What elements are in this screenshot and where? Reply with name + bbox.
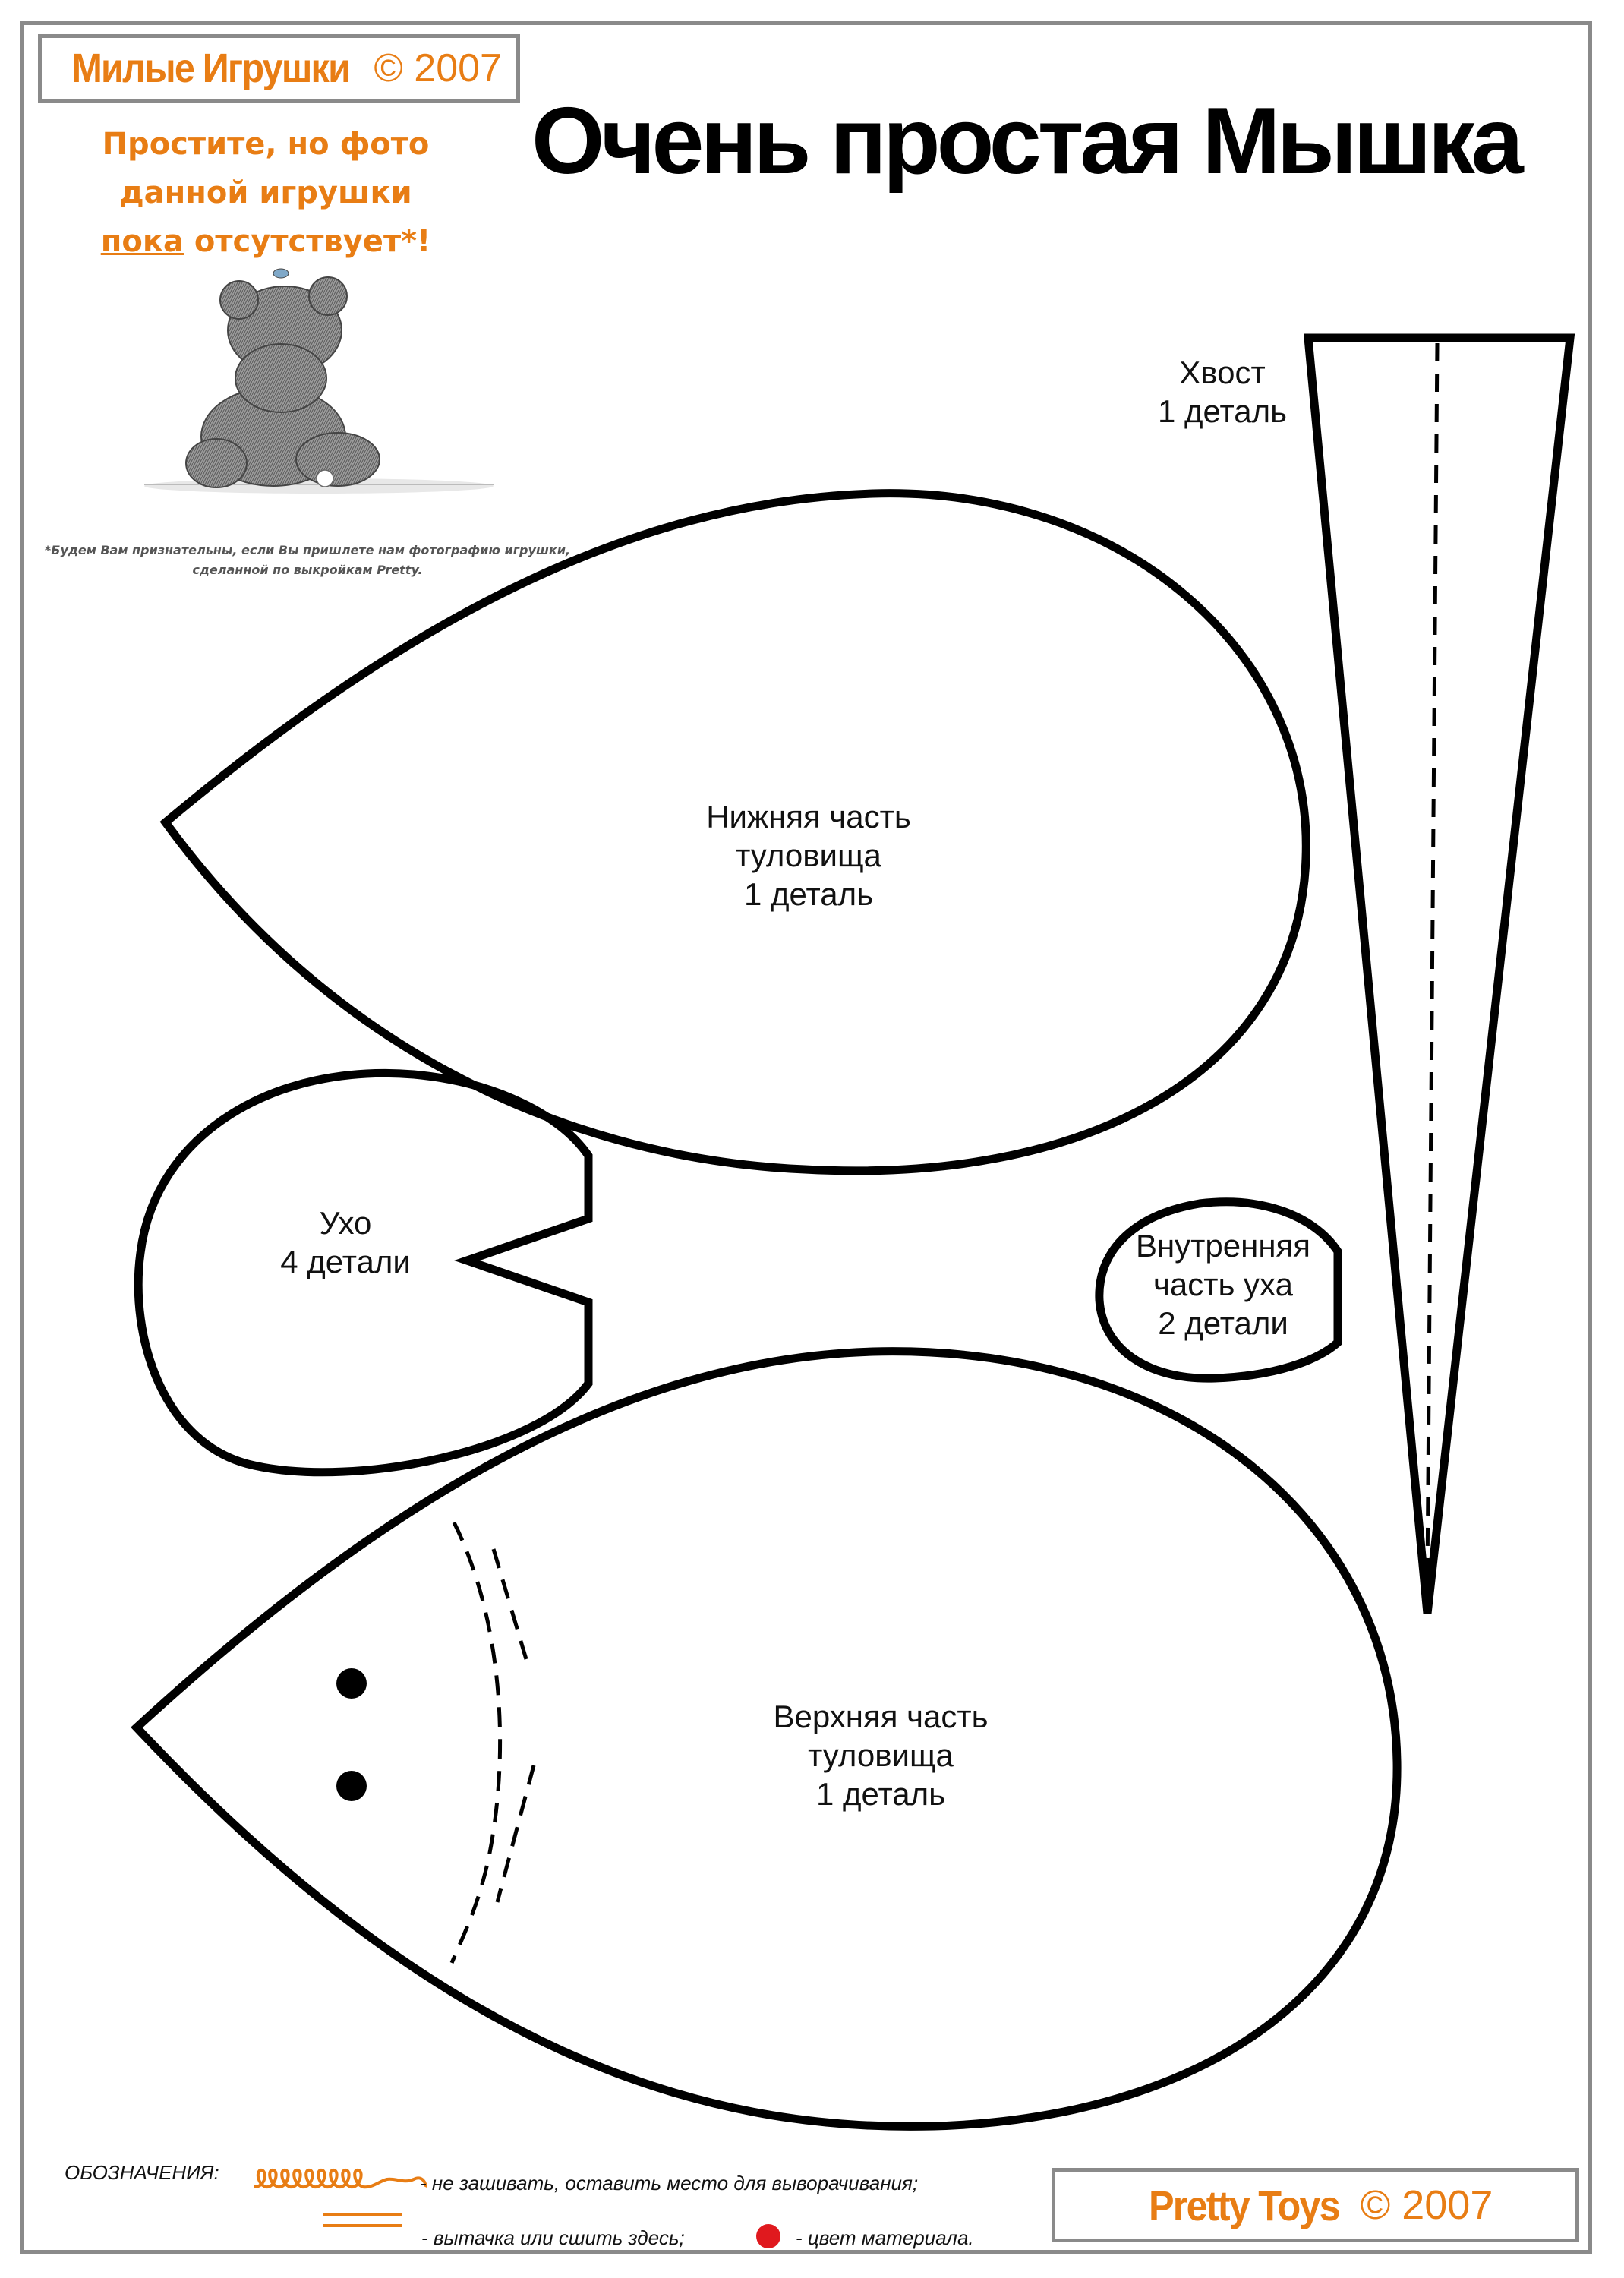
fabric-color-dot-icon bbox=[756, 2224, 780, 2248]
upper-body-dart-curve bbox=[449, 1521, 503, 1964]
legend-dart-text: - вытачка или сшить здесь; bbox=[421, 2226, 685, 2249]
no-photo-notice: Простите, но фото данной игрушки пока от… bbox=[76, 120, 456, 266]
notice-line-3: пока отсутствует*! bbox=[76, 217, 456, 266]
brand-year: © 2007 bbox=[374, 46, 502, 90]
upper-body-label: Верхняя часть туловища 1 деталь bbox=[773, 1699, 989, 1812]
teddy-bear-illustration bbox=[144, 268, 494, 494]
footnote-line-1: *Будем Вам признательны, если Вы пришлет… bbox=[44, 543, 571, 557]
inner-ear-label: Внутренняя часть уха 2 детали bbox=[1135, 1228, 1311, 1341]
legend-fabric-color-text: - цвет материала. bbox=[796, 2226, 974, 2249]
tail-piece-outline bbox=[1303, 333, 1575, 1614]
footnote-line-2: сделанной по выкройкам Pretty. bbox=[192, 563, 423, 577]
legend-title: ОБОЗНАЧЕНИЯ: bbox=[65, 2161, 219, 2184]
inner-ear-piece-outline bbox=[1095, 1197, 1342, 1383]
tail-label: Хвост 1 деталь bbox=[1157, 355, 1287, 429]
ear-label: Ухо 4 детали bbox=[280, 1205, 411, 1279]
footer-brand-name: Pretty Toys bbox=[1148, 2181, 1341, 2229]
notice-line-1: Простите, но фото bbox=[102, 127, 430, 162]
no-sew-mark-icon bbox=[254, 2169, 427, 2189]
dart-mark-top bbox=[491, 1548, 528, 1660]
ear-piece-outline bbox=[134, 1068, 593, 1477]
lower-body-label: Нижняя часть туловища 1 деталь bbox=[706, 799, 911, 912]
eye-dot-bottom bbox=[336, 1771, 367, 1801]
footer-brand-year: © 2007 bbox=[1360, 2182, 1493, 2228]
legend-no-sew-text: - не зашивать, оставить место для вывора… bbox=[420, 2172, 919, 2194]
eye-dot-top bbox=[336, 1668, 367, 1699]
dart-mark-bottom bbox=[495, 1765, 536, 1903]
notice-underlined-word: пока bbox=[100, 224, 184, 259]
upper-body-piece-outline bbox=[131, 1347, 1402, 2131]
page-title: Очень простая Мышка bbox=[531, 89, 1524, 194]
notice-line-3-rest: отсутствует*! bbox=[183, 224, 431, 259]
tail-fold-line bbox=[1425, 342, 1440, 1580]
footer-brand-box: Pretty Toys © 2007 bbox=[1052, 2168, 1579, 2242]
brand-box: Милые Игрушки © 2007 bbox=[38, 34, 520, 103]
page-frame bbox=[20, 21, 1592, 2254]
photo-request-footnote: *Будем Вам признательны, если Вы пришлет… bbox=[42, 541, 573, 580]
brand-name: Милые Игрушки bbox=[71, 46, 351, 91]
notice-line-2: данной игрушки bbox=[119, 175, 412, 210]
